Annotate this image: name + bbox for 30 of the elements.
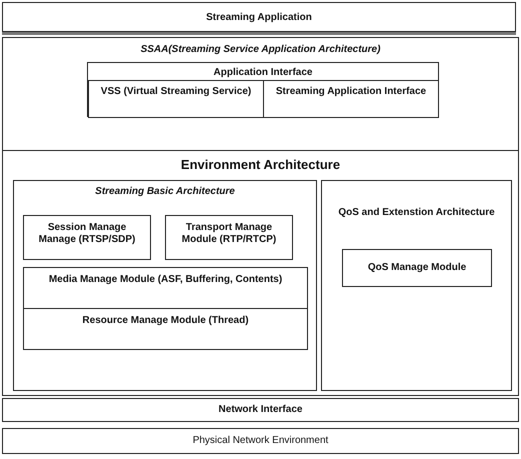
heading: VSS (Virtual Streaming Service) [100, 86, 252, 98]
heading: Environment Architecture [180, 157, 342, 173]
module-box [88, 80, 264, 118]
section-heading: Streaming Basic Architecture [94, 186, 236, 198]
heading: Session Manage Manage (RTSP/SDP) [38, 222, 136, 246]
architecture-box [2, 37, 519, 395]
heading: Network Interface [218, 404, 304, 416]
heading: QoS and Extenstion Architecture [337, 207, 496, 219]
architecture-box [2, 150, 519, 396]
heading: Media Manage Module (ASF, Buffering, Contents) [48, 274, 284, 286]
layer-band [2, 2, 516, 32]
layer-band [2, 428, 519, 454]
layer-band [2, 398, 519, 422]
module-box [23, 308, 308, 350]
interface-box [87, 62, 439, 117]
heading: Resource Manage Module (Thread) [81, 315, 250, 327]
module-box [263, 80, 439, 118]
heading: Physical Network Environment [192, 435, 330, 447]
module-box [23, 267, 308, 309]
heading: QoS Manage Module [366, 262, 468, 274]
module-box [23, 215, 151, 260]
heading: SSAA(Streaming Service Application Architecture) [140, 44, 382, 56]
architecture-box [13, 180, 317, 391]
architecture-box [321, 180, 512, 391]
module-box [165, 215, 293, 260]
heading: Application Interface [212, 67, 314, 79]
module-box [342, 249, 492, 287]
heading: Streaming Application [205, 12, 313, 24]
heading: Transport Manage Module (RTP/RTCP) [180, 222, 278, 246]
heading: Streaming Application Interface [274, 86, 428, 98]
